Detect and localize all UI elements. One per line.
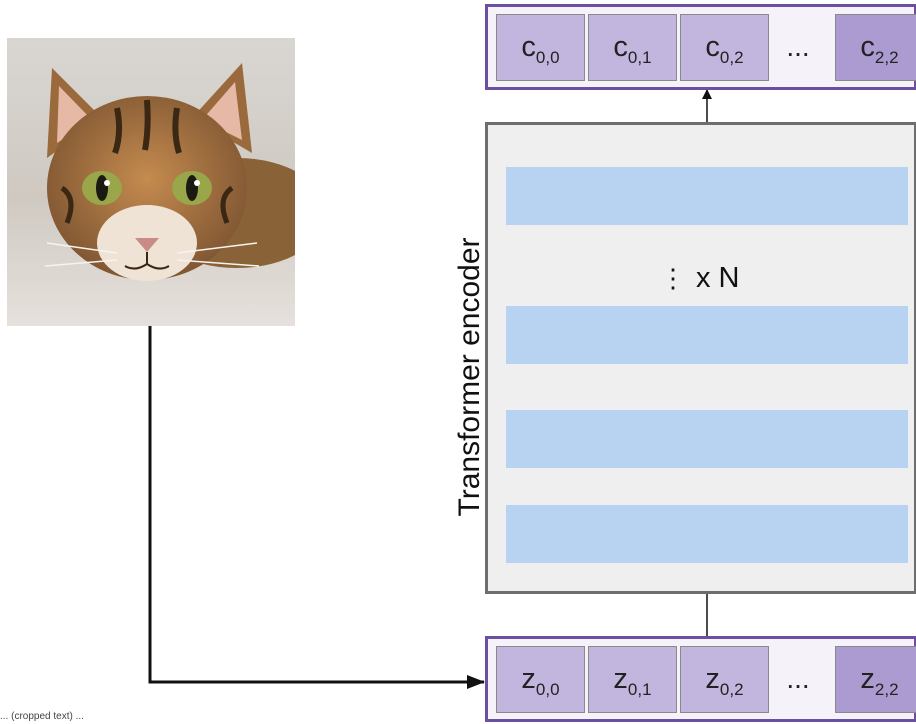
encoder-layer (506, 505, 908, 563)
token-ellipsis: ... (786, 663, 810, 694)
encoder-layer (506, 410, 908, 468)
token-subscript: 0,1 (627, 47, 652, 67)
token-subscript: 2,2 (874, 47, 899, 67)
token-ellipsis: ... (786, 31, 810, 62)
token-letter: z (705, 663, 720, 695)
repeat-count: x N (696, 262, 740, 294)
token-subscript: 0,1 (627, 679, 652, 699)
token-letter: z (521, 663, 536, 695)
token-letter: c (705, 31, 720, 63)
encoder-label: Transformer encoder (453, 237, 486, 517)
token-subscript: 0,0 (535, 679, 560, 699)
token-letter: c (613, 31, 628, 63)
repeat-label: ⋮ x N (660, 258, 800, 298)
footnote-text: ... (cropped text) ... (0, 711, 84, 722)
token-subscript: 0,0 (535, 47, 560, 67)
token-letter: c (521, 31, 536, 63)
token-subscript: 0,2 (719, 679, 744, 699)
token-subscript: 0,2 (719, 47, 744, 67)
token-letter: z (860, 663, 875, 695)
token-subscript: 2,2 (874, 679, 899, 699)
token-letter: z (613, 663, 628, 695)
vertical-ellipsis: ⋮ (660, 263, 686, 293)
encoder-layer (506, 167, 908, 225)
image-to-input-arrow (148, 326, 485, 689)
token-letter: c (860, 31, 875, 63)
cat-photo (7, 38, 295, 326)
encoder-layer (506, 306, 908, 364)
